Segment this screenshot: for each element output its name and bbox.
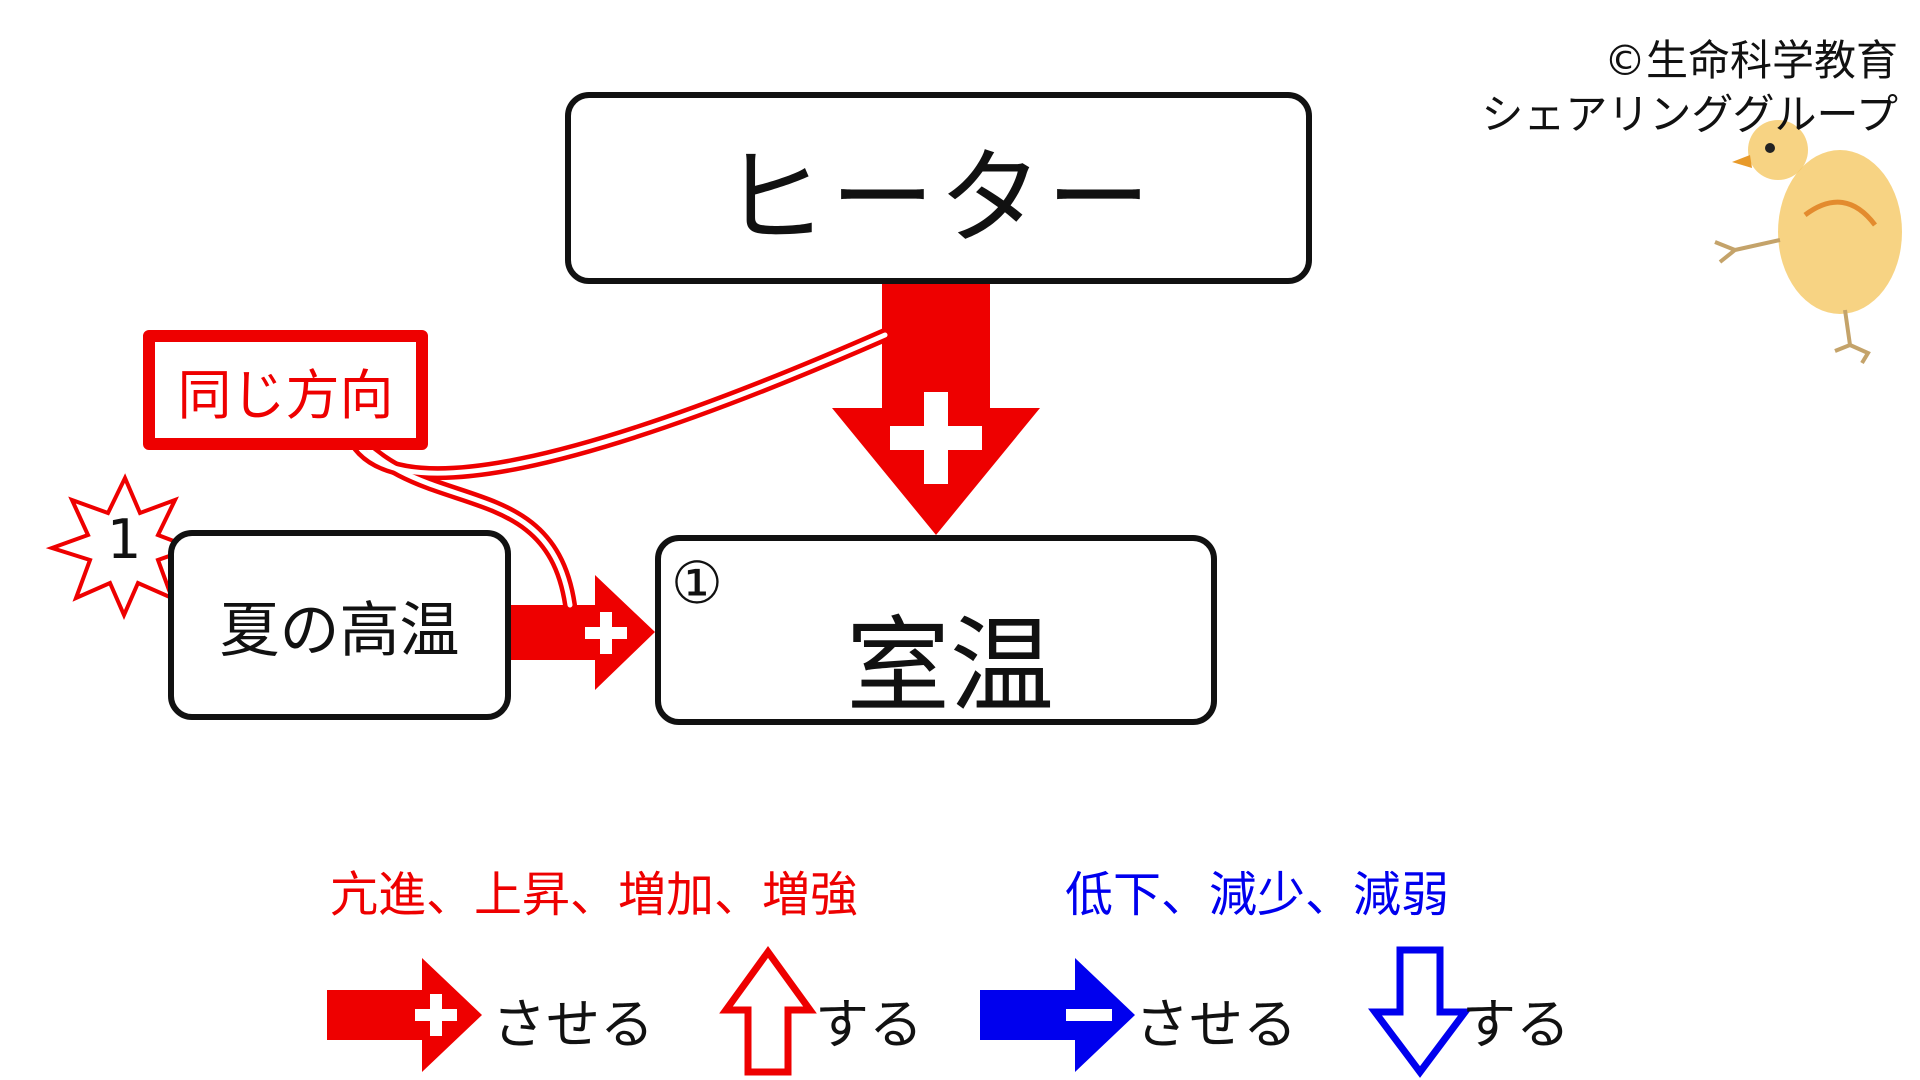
legend-plus-arrow-label: させる [492,993,654,1056]
room-temp-label: 室温 [846,605,1055,727]
legend-minus-arrow-icon [980,958,1135,1072]
starburst-icon [45,473,198,620]
legend-down-arrow-label: する [1462,993,1570,1056]
legend-decrease-text: 低下、減少、減弱 [1065,867,1450,923]
summer-heat-label: 夏の高温 [219,595,460,666]
room-temp-number: ① [671,549,723,617]
legend-down-arrow-icon [1368,946,1472,1078]
chick-illustration [1714,120,1902,365]
heater-label: ヒーター [722,136,1155,259]
legend-up-arrow-label: する [815,993,923,1056]
legend-increase-text: 亢進、上昇、増加、増強 [330,867,859,923]
heater-plus-arrow [832,284,1040,535]
same-direction-label: 同じ方向 [177,363,394,427]
summer-heat-box: 夏の高温 [168,530,511,720]
legend-minus-arrow-label: させる [1135,993,1297,1056]
heater-box: ヒーター [565,92,1312,284]
legend-up-arrow-icon [719,946,817,1076]
copyright-line1: ©生命科学教育 [1603,36,1898,85]
same-direction-box: 同じ方向 [143,330,428,450]
copyright-block: ©生命科学教育 シェアリンググループ [1481,34,1898,142]
legend-plus-arrow-icon [327,958,482,1072]
copyright-line2: シェアリンググループ [1481,90,1898,139]
summer-plus-arrow [511,575,655,690]
room-temp-box: ① 室温 [655,535,1217,727]
badge-number: 1 [107,508,142,571]
